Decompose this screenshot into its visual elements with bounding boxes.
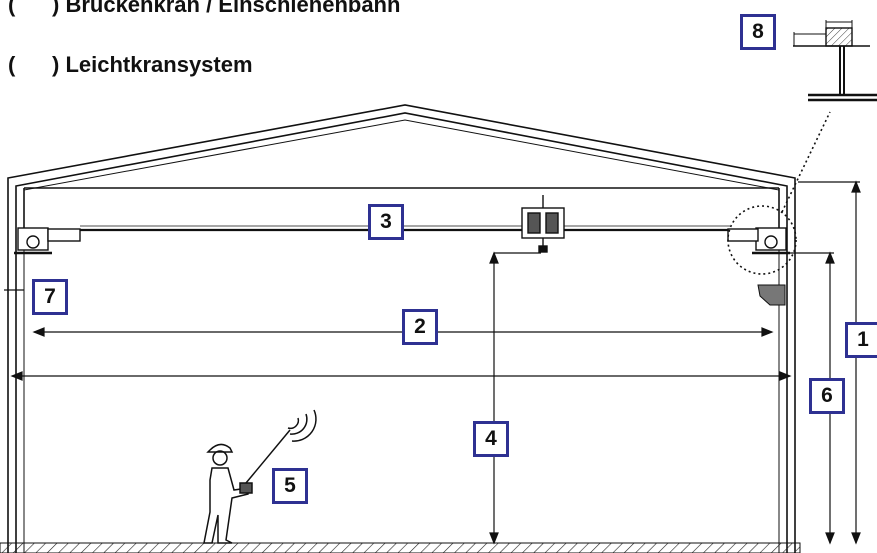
option-checkbox-open[interactable]: (	[8, 0, 16, 17]
option-checkbox-open[interactable]: (	[8, 52, 16, 77]
rail-detail	[793, 20, 877, 102]
badge-2: 2	[402, 309, 438, 345]
trolley-hoist	[521, 195, 565, 253]
badge-5: 5	[272, 468, 308, 504]
option-checkbox-close: )	[52, 0, 60, 17]
detail-leader	[781, 111, 831, 213]
badge-8: 8	[740, 14, 776, 50]
badge-1: 1	[845, 322, 877, 358]
detail-circle	[727, 205, 797, 275]
end-carriage-right	[727, 227, 790, 255]
badge-3: 3	[368, 204, 404, 240]
option-label: Leichtkransystem	[65, 52, 253, 77]
option-checkbox-close: )	[52, 52, 60, 77]
hall-structure	[7, 104, 796, 553]
dimension-hook-height	[489, 251, 541, 545]
dimension-hall-width	[10, 371, 792, 381]
wall-bracket	[757, 284, 786, 306]
badge-4: 4	[473, 421, 509, 457]
badge-6: 6	[809, 378, 845, 414]
option-light-crane[interactable]: () Leichtkransystem	[8, 54, 253, 76]
option-bridge-crane[interactable]: () Brückenkran / Einschienenbahn	[8, 0, 400, 16]
dimension-hall-height	[798, 180, 861, 545]
crane-bridge	[23, 187, 780, 232]
end-carriage-left	[14, 227, 81, 255]
badge-7: 7	[32, 279, 68, 315]
floor-hatching	[0, 542, 801, 553]
radio-signal-icon	[287, 409, 317, 442]
operator-figure	[203, 429, 291, 544]
option-label: Brückenkran / Einschienenbahn	[65, 0, 401, 17]
